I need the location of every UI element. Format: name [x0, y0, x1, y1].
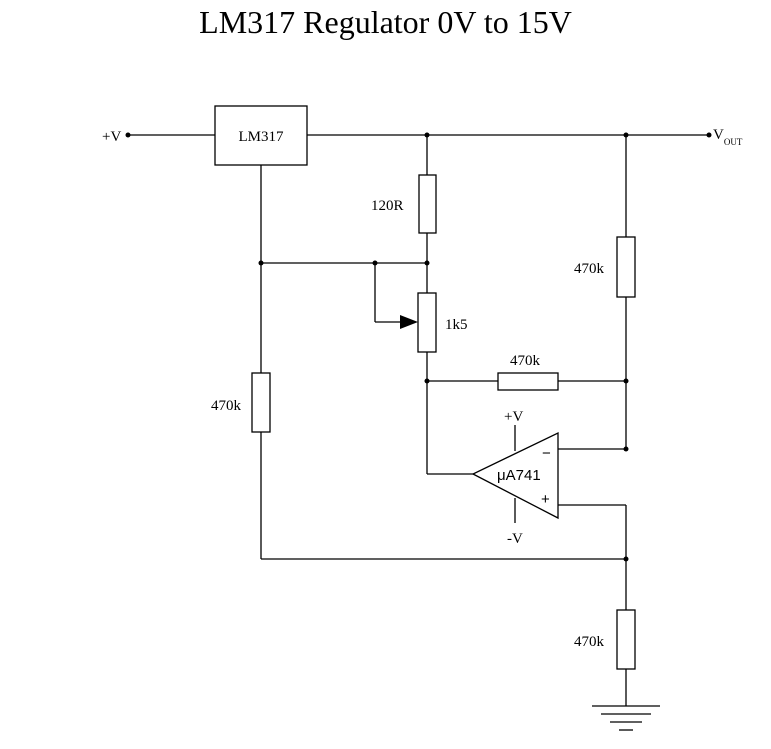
- lm317-label: LM317: [239, 129, 285, 145]
- vin-label: +V: [102, 129, 121, 145]
- input-terminal: [125, 132, 131, 138]
- vout-label: VOUT: [713, 127, 743, 147]
- resistor-feedback-label: 470k: [510, 353, 541, 369]
- pot-label: 1k5: [445, 317, 468, 333]
- diagram-title: LM317 Regulator 0V to 15V: [199, 4, 572, 40]
- resistor-out-label: 470k: [574, 261, 605, 277]
- opamp-inverting-sign: −: [542, 445, 551, 462]
- ground-icon: [592, 705, 660, 731]
- resistor-470k-feedback: [497, 372, 559, 391]
- resistor-470k-ground: [616, 609, 636, 670]
- resistor-120r: [418, 174, 437, 234]
- opamp-label: μA741: [497, 467, 541, 484]
- resistor-adj-label: 470k: [211, 398, 242, 414]
- junctions: [258, 132, 629, 562]
- wiper-arrow-icon: [400, 315, 418, 329]
- resistor-470k-out: [616, 236, 636, 298]
- output-terminal: [706, 132, 712, 138]
- resistor-470k-adj: [251, 372, 271, 433]
- resistor-ground-label: 470k: [574, 634, 605, 650]
- opamp-vpos-label: +V: [504, 409, 523, 425]
- opamp-triangle: [471, 431, 559, 520]
- opamp-noninverting-sign: +: [541, 491, 550, 508]
- wires: [128, 134, 709, 706]
- opamp-vneg-label: -V: [507, 531, 523, 547]
- potentiometer-1k5: [417, 292, 437, 353]
- lm317-regulator: [214, 105, 308, 166]
- resistor-120r-label: 120R: [371, 198, 404, 214]
